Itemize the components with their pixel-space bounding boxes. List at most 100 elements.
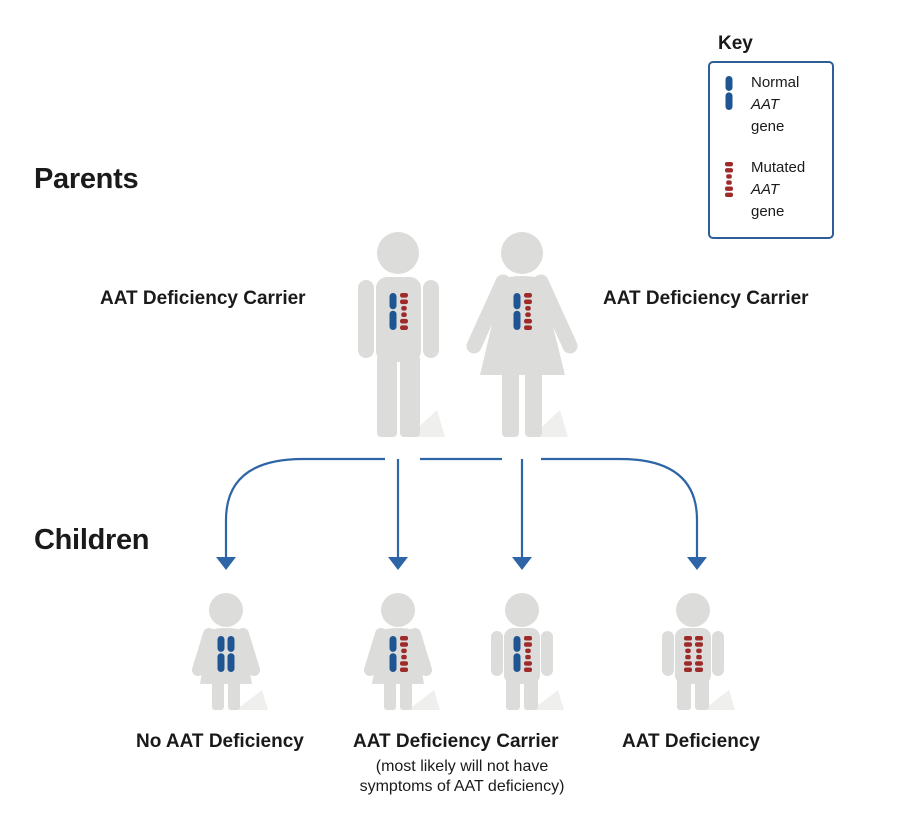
mutated-gene-segment (400, 325, 408, 330)
mutated-gene-icon (684, 636, 692, 672)
right-leg (400, 680, 412, 710)
mutated-gene-segment (524, 299, 532, 305)
head (209, 593, 243, 627)
normal-gene-upper-arm (389, 636, 397, 652)
outcome-deficiency-label: AAT Deficiency (622, 731, 760, 752)
left-arm (466, 274, 511, 354)
normal-gene-lower-arm (217, 653, 225, 672)
figure-shadow (703, 690, 735, 710)
right-arm (712, 631, 724, 676)
mutated-gene-segment (695, 642, 703, 647)
normal-gene-icon (227, 636, 235, 672)
arrow-head (388, 557, 408, 570)
key-normal-line1: Normal (751, 74, 800, 91)
mutated-gene-icon (400, 293, 408, 330)
right-arm (541, 631, 553, 676)
mutated-gene-segment (400, 318, 408, 324)
right-leg (695, 678, 709, 710)
arrow-head (687, 557, 707, 570)
mutated-gene-segment (401, 312, 407, 318)
left-arm (364, 628, 387, 676)
arrow-head (512, 557, 532, 570)
normal-gene-lower-arm (389, 653, 397, 672)
head (676, 593, 710, 627)
left-arm (358, 280, 374, 358)
mutated-gene-segment (401, 305, 407, 311)
mutated-gene-segment (400, 667, 408, 672)
head (377, 232, 419, 274)
key-mutated-line1: Mutated (751, 159, 806, 176)
key-normal-line2: AAT (751, 96, 780, 113)
left-leg (677, 678, 691, 710)
normal-gene-upper-arm (389, 293, 397, 310)
mutated-gene-segment (525, 305, 531, 311)
figure-shadow (532, 690, 564, 710)
mutated-gene-segment (725, 168, 733, 173)
child-no-deficiency-figure (192, 593, 268, 710)
normal-gene-lower-arm (513, 310, 521, 330)
torso (504, 628, 540, 684)
mutated-gene-segment (401, 648, 407, 654)
outcome-carrier-note: (most likely will not have symptoms of A… (342, 757, 582, 797)
mutated-gene-segment (525, 654, 531, 660)
normal-gene-lower-arm (389, 310, 397, 330)
outcome-carrier-note-line2: symptoms of AAT deficiency) (359, 778, 565, 795)
mutated-gene-segment (726, 174, 732, 179)
head (381, 593, 415, 627)
mutated-gene-segment (684, 661, 692, 666)
mutated-gene-segment (400, 299, 408, 305)
dress (372, 628, 424, 684)
key-mutated-line3: gene (751, 203, 785, 220)
figure-shadow (236, 690, 268, 710)
outcome-no-deficiency-label: No AAT Deficiency (136, 731, 304, 752)
normal-gene-upper-arm (513, 636, 521, 652)
normal-gene-upper-arm (725, 76, 733, 91)
arrow-line-left (224, 457, 385, 558)
dress (200, 628, 252, 684)
mutated-gene-icon (695, 636, 703, 672)
mutated-gene-segment (725, 186, 733, 191)
head (501, 232, 543, 274)
mutated-gene-segment (525, 312, 531, 318)
mutated-gene-segment (524, 667, 532, 672)
key-box (708, 61, 834, 239)
normal-gene-upper-arm (227, 636, 235, 652)
key-mutated-gene-icon (725, 162, 733, 197)
mutated-gene-segment (524, 642, 532, 647)
mutated-gene-segment (695, 667, 703, 672)
mutated-gene-segment (684, 667, 692, 672)
head (505, 593, 539, 627)
figure-shadow (408, 690, 440, 710)
mutated-gene-segment (400, 636, 408, 641)
normal-gene-icon (389, 293, 397, 330)
arrow-line-right (541, 457, 699, 558)
mutated-gene-segment (524, 293, 532, 298)
mutated-gene-segment (684, 636, 692, 641)
key-normal-gene-icon (725, 76, 733, 110)
key-mutated-line2: AAT (751, 181, 780, 198)
normal-gene-icon (513, 293, 521, 330)
father-label: AAT Deficiency Carrier (100, 288, 306, 309)
torso (376, 277, 421, 362)
mutated-gene-segment (400, 661, 408, 666)
mutated-gene-segment (524, 325, 532, 330)
mutated-gene-segment (524, 318, 532, 324)
mutated-gene-segment (685, 648, 691, 654)
children-heading: Children (34, 524, 150, 556)
left-arm (192, 628, 215, 676)
child-carrier-boy-figure (491, 593, 564, 710)
mutated-gene-segment (696, 648, 702, 654)
right-leg (524, 678, 538, 710)
mutated-gene-segment (400, 642, 408, 647)
normal-gene-icon (217, 636, 225, 672)
key-normal-text: Normal AAT gene (751, 72, 799, 138)
key-normal-line3: gene (751, 118, 785, 135)
right-arm (533, 274, 578, 354)
mutated-gene-segment (725, 162, 733, 167)
mutated-gene-segment (726, 180, 732, 185)
right-arm (237, 628, 260, 676)
mutated-gene-segment (525, 648, 531, 654)
normal-gene-upper-arm (513, 293, 521, 310)
normal-gene-icon (389, 636, 397, 672)
mutated-gene-segment (400, 293, 408, 298)
